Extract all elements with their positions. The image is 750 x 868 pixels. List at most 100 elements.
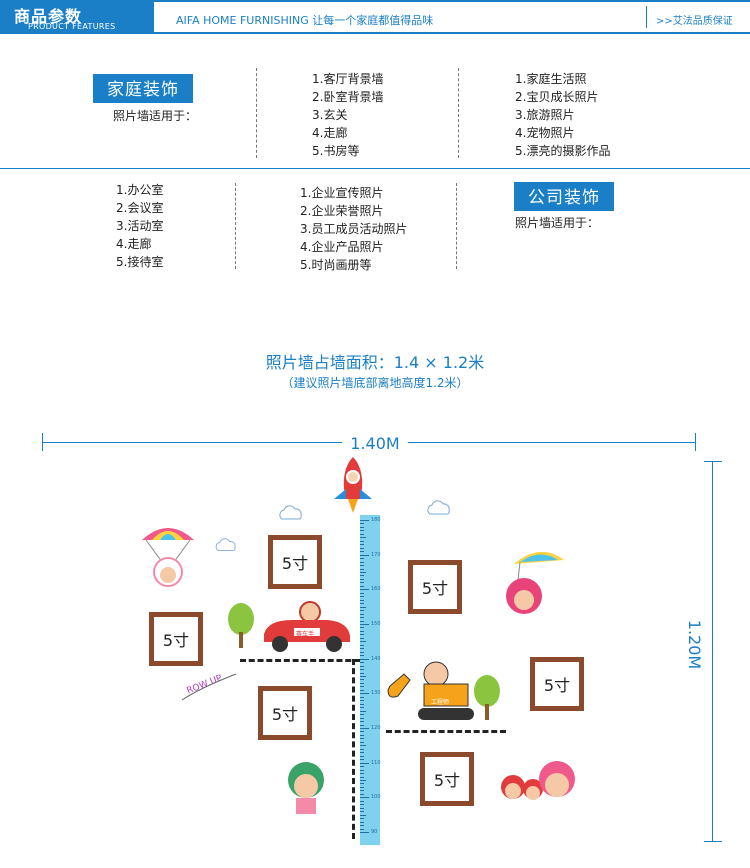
ruler-tick	[360, 748, 364, 750]
cloud-icon	[215, 538, 236, 551]
list-item: 3.玄关	[312, 108, 348, 122]
layout-guide	[352, 659, 355, 839]
list-item: 2.会议室	[116, 201, 164, 215]
header-badge-title: 商品参数	[14, 7, 83, 26]
banner-icon	[181, 673, 237, 701]
section-divider	[0, 168, 750, 169]
tree-icon	[474, 675, 500, 720]
ruler-tick	[360, 811, 364, 813]
divider	[256, 68, 257, 158]
ruler-tick	[360, 596, 364, 598]
ruler-tick	[360, 651, 364, 653]
ruler-mark-label: 150	[371, 621, 381, 627]
ruler-tick	[360, 766, 364, 768]
width-label: 1.40M	[0, 434, 750, 453]
ruler-tick	[360, 658, 369, 660]
ruler-tick	[360, 578, 364, 580]
ruler-tick	[360, 676, 366, 677]
parachute-kid-icon	[142, 528, 194, 587]
quality-guarantee-link[interactable]: >>艾法品质保证	[656, 16, 733, 27]
ruler-tick	[360, 724, 364, 726]
home-decor-tag: 家庭装饰	[93, 74, 193, 103]
ruler-tick	[360, 752, 364, 754]
digger-plate: 工程师	[431, 699, 450, 706]
ruler-tick	[360, 572, 366, 573]
header-bar	[154, 0, 750, 34]
race-car-icon	[264, 601, 350, 652]
ruler-mark-label: 90	[371, 829, 378, 835]
ruler-mark-label: 180	[371, 517, 381, 523]
ruler-tick	[360, 547, 364, 549]
ruler-tick	[360, 554, 369, 556]
ruler-tick	[360, 828, 364, 830]
ruler-tick	[360, 755, 364, 757]
photo-frame: 5寸	[258, 686, 312, 740]
ruler-tick	[360, 565, 364, 567]
height-label: 1.20M	[685, 615, 705, 674]
list-item: 5.接待室	[116, 255, 164, 269]
kid-icon	[288, 762, 324, 814]
list-item: 3.员工成员活动照片	[300, 222, 408, 236]
ruler-tick	[360, 832, 369, 833]
header-badge: 商品参数 PRODUCT FEATURES	[0, 0, 154, 34]
list-item: 4.宠物照片	[515, 126, 575, 140]
kids-group-icon	[501, 761, 575, 800]
ruler-tick	[360, 703, 364, 705]
ruler-tick	[360, 707, 364, 709]
ruler-tick	[360, 613, 364, 615]
ruler-tick	[360, 520, 369, 521]
ruler-tick	[360, 551, 364, 553]
dimension-tick	[704, 841, 722, 842]
ruler-mark-label: 170	[371, 551, 381, 558]
photo-frame: 5寸	[408, 560, 462, 614]
ruler-tick	[360, 814, 366, 816]
list-item: 5.时尚画册等	[300, 258, 372, 272]
header-slogan: AIFA HOME FURNISHING 让每一个家庭都值得品味	[176, 14, 434, 27]
ruler-tick	[360, 821, 364, 823]
layout-guide	[240, 659, 360, 662]
list-item: 2.宝贝成长照片	[515, 90, 599, 104]
company-decor-subtitle: 照片墙适用于：	[515, 216, 600, 230]
excavator-icon	[387, 661, 474, 720]
photo-frame: 5寸	[149, 612, 203, 666]
ruler-tick	[360, 773, 364, 775]
ruler-tick	[360, 665, 364, 667]
ruler-tick	[360, 662, 364, 664]
ruler-tick	[360, 634, 364, 636]
ruler-tick	[360, 630, 364, 632]
ruler-mark-label: 140	[371, 655, 381, 662]
car-plate: 赛车手	[296, 631, 315, 638]
ruler-tick	[360, 589, 369, 591]
divider	[458, 68, 459, 158]
ruler-tick	[360, 641, 366, 643]
ruler-tick	[360, 544, 364, 546]
ruler-tick	[360, 731, 364, 733]
ruler-tick	[360, 797, 369, 799]
ruler-mark-label: 100	[371, 794, 381, 801]
ruler-tick	[360, 648, 364, 650]
ruler-tick	[360, 655, 364, 657]
dimension-tick	[695, 433, 696, 451]
ruler-tick	[360, 769, 364, 771]
list-item: 5.书房等	[312, 144, 360, 158]
ruler-tick	[360, 804, 364, 806]
photo-frame: 5寸	[268, 535, 322, 589]
ruler-tick	[360, 637, 364, 639]
ruler-mark-label: 130	[371, 690, 381, 697]
parachute-girl-icon	[506, 551, 564, 614]
area-note: （建议照片墙底部离地高度1.2米）	[281, 376, 469, 390]
ruler-tick	[360, 717, 364, 719]
header-badge-subtitle: PRODUCT FEATURES	[28, 22, 116, 31]
list-item: 1.企业宣传照片	[300, 186, 384, 200]
list-item: 4.走廊	[312, 126, 348, 140]
cloud-icon	[427, 500, 450, 515]
ruler-tick	[360, 745, 366, 747]
ruler-mark-label: 110	[371, 759, 381, 766]
ruler-tick	[360, 599, 364, 601]
rocket-icon	[334, 457, 372, 513]
divider	[235, 183, 236, 269]
ruler-tick	[360, 585, 364, 587]
dimension-tick	[704, 461, 722, 462]
ruler-tick	[360, 682, 364, 684]
